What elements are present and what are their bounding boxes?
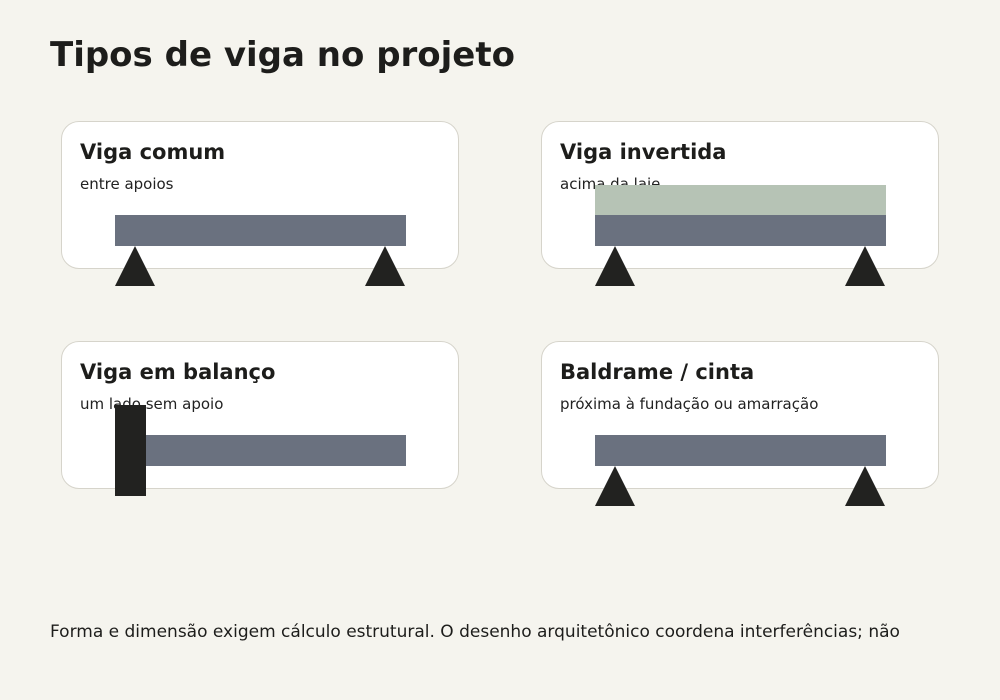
card-subtitle: próxima à fundação ou amarração — [560, 395, 819, 413]
card-title: Viga comum — [80, 140, 226, 164]
card-title: Viga em balanço — [80, 360, 276, 384]
page-title: Tipos de viga no projeto — [50, 35, 515, 75]
card-subtitle: acima da laje — [560, 175, 661, 193]
card-title: Viga invertida — [560, 140, 727, 164]
card-subtitle: um lado sem apoio — [80, 395, 224, 413]
card-baldrame-cinta: Baldrame / cinta próxima à fundação ou a… — [541, 341, 939, 489]
footer-note: Forma e dimensão exigem cálculo estrutur… — [50, 622, 900, 642]
card-viga-invertida: Viga invertida acima da laje — [541, 121, 939, 269]
card-title: Baldrame / cinta — [560, 360, 755, 384]
card-viga-em-balanco: Viga em balanço um lado sem apoio — [61, 341, 459, 489]
card-subtitle: entre apoios — [80, 175, 174, 193]
card-viga-comum: Viga comum entre apoios — [61, 121, 459, 269]
